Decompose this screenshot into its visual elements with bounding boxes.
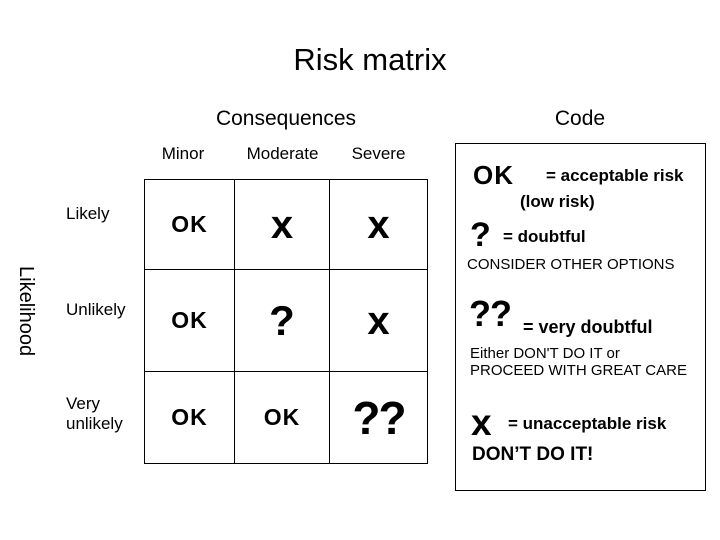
matrix-cell-likely-minor: OK (145, 180, 235, 270)
legend-meaning-doubtful: = doubtful (503, 227, 586, 246)
legend-title: Code (554, 107, 606, 130)
legend-box: OK = acceptable risk (low risk) ? = doub… (455, 143, 706, 491)
legend-meaning-ok: = acceptable risk (546, 166, 684, 185)
matrix-cell-unlikely-minor: OK (145, 270, 235, 372)
legend-note-doubtful: CONSIDER OTHER OPTIONS (467, 256, 675, 273)
legend-note1-very-doubtful: Either DON'T DO IT or (470, 345, 620, 362)
risk-matrix-grid: OK x x OK ? x OK OK ?? (144, 179, 428, 464)
legend-note-unacceptable: DON’T DO IT! (472, 444, 594, 465)
legend-symbol-ok: OK (473, 160, 514, 190)
consequences-axis-label: Consequences (215, 107, 357, 130)
legend-symbol-very-doubtful: ?? (469, 293, 512, 334)
matrix-cell-unlikely-severe: x (330, 270, 427, 372)
row-label-very-unlikely: Very unlikely (66, 394, 123, 433)
column-header-minor: Minor (161, 144, 205, 163)
matrix-cell-likely-severe: x (330, 180, 427, 270)
legend-meaning-unacceptable: = unacceptable risk (508, 414, 667, 433)
legend-symbol-doubtful: ? (470, 216, 491, 254)
row-label-unlikely: Unlikely (66, 300, 126, 319)
likelihood-axis-label: Likelihood (15, 266, 37, 357)
matrix-cell-unlikely-moderate: ? (235, 270, 330, 372)
row-label-likely: Likely (66, 204, 110, 223)
matrix-cell-very-unlikely-moderate: OK (235, 372, 330, 463)
page-title: Risk matrix (293, 42, 447, 77)
legend-symbol-unacceptable: x (471, 402, 492, 443)
column-header-moderate: Moderate (246, 144, 319, 163)
legend-meaning-very-doubtful: = very doubtful (523, 317, 653, 337)
matrix-cell-likely-moderate: x (235, 180, 330, 270)
legend-sub-ok: (low risk) (520, 192, 595, 211)
legend-note2-very-doubtful: PROCEED WITH GREAT CARE (470, 362, 687, 379)
column-header-severe: Severe (351, 144, 406, 163)
matrix-cell-very-unlikely-severe: ?? (352, 391, 406, 444)
matrix-cell-very-unlikely-minor: OK (145, 372, 235, 463)
